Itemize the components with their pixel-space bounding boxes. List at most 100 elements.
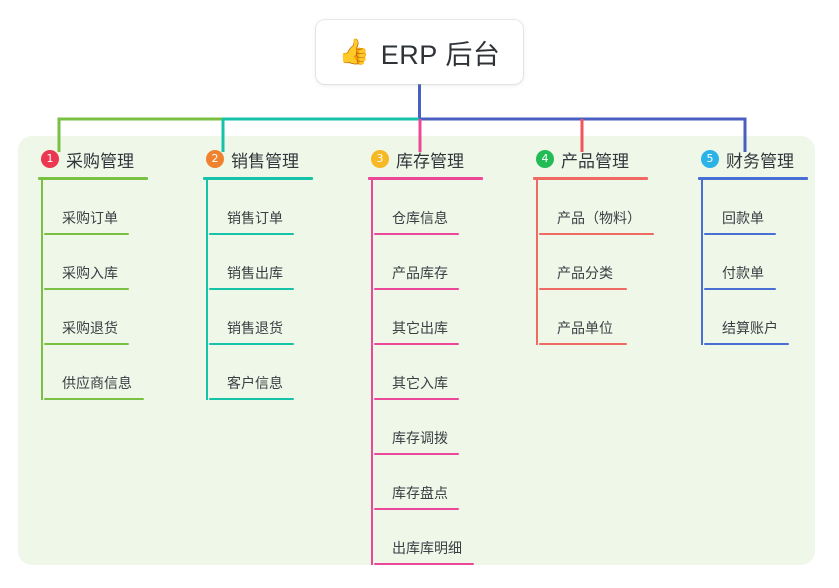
list-item-label: 其它出库: [392, 320, 448, 336]
list-item-label: 采购退货: [62, 320, 118, 336]
list-item-label: 销售退货: [227, 320, 283, 336]
column-children-1: 采购订单采购入库采购退货供应商信息: [38, 180, 148, 400]
list-item-label: 销售订单: [227, 210, 283, 226]
list-item[interactable]: 付款单: [701, 235, 808, 290]
list-item-underline: [44, 343, 129, 345]
list-item-label: 库存盘点: [392, 485, 448, 501]
list-item-label: 供应商信息: [62, 375, 132, 391]
column-children-2: 销售订单销售出库销售退货客户信息: [203, 180, 313, 400]
list-item-underline: [44, 288, 129, 290]
list-item[interactable]: 其它出库: [371, 290, 483, 345]
list-item-underline: [704, 343, 789, 345]
list-item-label: 客户信息: [227, 375, 283, 391]
column-title-2: 销售管理: [231, 151, 299, 171]
column-header-2[interactable]: 2 销售管理: [203, 146, 313, 172]
list-item-underline: [374, 233, 459, 235]
column-children-5: 回款单付款单结算账户: [698, 180, 808, 345]
column-spine-2: [206, 180, 208, 400]
list-item-label: 产品分类: [557, 265, 613, 281]
list-item-underline: [374, 453, 459, 455]
column-header-1[interactable]: 1 采购管理: [38, 146, 148, 172]
column-underline-1: [38, 177, 148, 180]
list-item-underline: [539, 288, 627, 290]
list-item[interactable]: 客户信息: [206, 345, 313, 400]
list-item-label: 产品库存: [392, 265, 448, 281]
column-header-3[interactable]: 3 库存管理: [368, 146, 483, 172]
list-item-label: 仓库信息: [392, 210, 448, 226]
column-children-3: 仓库信息产品库存其它出库其它入库库存调拨库存盘点出库库明细: [368, 180, 483, 565]
column-1: 1 采购管理采购订单采购入库采购退货供应商信息: [38, 146, 148, 400]
list-item[interactable]: 库存盘点: [371, 455, 483, 510]
list-item[interactable]: 结算账户: [701, 290, 808, 345]
list-item-underline: [539, 233, 654, 235]
column-underline-5: [698, 177, 808, 180]
list-item[interactable]: 其它入库: [371, 345, 483, 400]
list-item[interactable]: 出库库明细: [371, 510, 483, 565]
list-item-underline: [44, 233, 129, 235]
column-header-4[interactable]: 4 产品管理: [533, 146, 648, 172]
column-4: 4 产品管理产品（物料） 产品分类产品单位: [533, 146, 654, 345]
column-3: 3 库存管理仓库信息产品库存其它出库其它入库库存调拨库存盘点出库库明细: [368, 146, 483, 565]
list-item-label: 采购订单: [62, 210, 118, 226]
list-item[interactable]: 销售出库: [206, 235, 313, 290]
list-item-label: 库存调拨: [392, 430, 448, 446]
column-underline-4: [533, 177, 648, 180]
list-item-underline: [374, 508, 459, 510]
list-item[interactable]: 库存调拨: [371, 400, 483, 455]
list-item-underline: [374, 398, 459, 400]
list-item-label: 出库库明细: [392, 540, 462, 556]
list-item-label: 产品单位: [557, 320, 613, 336]
column-badge-2: 2: [206, 150, 224, 168]
column-spine-3: [371, 180, 373, 565]
list-item[interactable]: 产品库存: [371, 235, 483, 290]
list-item[interactable]: 销售退货: [206, 290, 313, 345]
list-item[interactable]: 采购订单: [41, 180, 148, 235]
column-title-3: 库存管理: [396, 151, 464, 171]
thumbs-up-icon: 👍: [338, 37, 370, 66]
list-item-underline: [209, 343, 294, 345]
list-item-underline: [209, 288, 294, 290]
list-item-underline: [374, 563, 474, 565]
list-item[interactable]: 仓库信息: [371, 180, 483, 235]
list-item-label: 结算账户: [722, 320, 778, 336]
list-item-label: 采购入库: [62, 265, 118, 281]
list-item[interactable]: 采购退货: [41, 290, 148, 345]
list-item[interactable]: 产品分类: [536, 235, 648, 290]
list-item[interactable]: 产品（物料）: [536, 180, 654, 235]
list-item-label: 销售出库: [227, 265, 283, 281]
columns-background-panel: [18, 136, 815, 565]
list-item[interactable]: 销售订单: [206, 180, 313, 235]
column-badge-1: 1: [41, 150, 59, 168]
list-item-underline: [374, 343, 459, 345]
column-title-5: 财务管理: [726, 151, 794, 171]
column-spine-4: [536, 180, 538, 345]
column-children-4: 产品（物料） 产品分类产品单位: [533, 180, 654, 345]
list-item-label: 产品（物料）: [557, 210, 641, 226]
list-item-underline: [44, 398, 144, 400]
list-item-label: 付款单: [722, 265, 764, 281]
column-2: 2 销售管理销售订单销售出库销售退货客户信息: [203, 146, 313, 400]
column-underline-3: [368, 177, 483, 180]
list-item[interactable]: 采购入库: [41, 235, 148, 290]
list-item-underline: [209, 233, 294, 235]
column-badge-4: 4: [536, 150, 554, 168]
list-item-underline: [374, 288, 459, 290]
list-item[interactable]: 供应商信息: [41, 345, 148, 400]
column-spine-5: [701, 180, 703, 345]
column-badge-3: 3: [371, 150, 389, 168]
root-title: ERP 后台: [380, 39, 501, 70]
column-header-5[interactable]: 5 财务管理: [698, 146, 808, 172]
list-item-underline: [704, 233, 776, 235]
column-title-1: 采购管理: [66, 151, 134, 171]
column-title-4: 产品管理: [561, 151, 629, 171]
column-badge-5: 5: [701, 150, 719, 168]
list-item[interactable]: 回款单: [701, 180, 808, 235]
column-5: 5 财务管理回款单付款单结算账户: [698, 146, 808, 345]
list-item-label: 回款单: [722, 210, 764, 226]
root-node[interactable]: 👍 ERP 后台: [316, 20, 523, 84]
list-item[interactable]: 产品单位: [536, 290, 648, 345]
list-item-underline: [209, 398, 294, 400]
list-item-underline: [704, 288, 776, 290]
list-item-label: 其它入库: [392, 375, 448, 391]
